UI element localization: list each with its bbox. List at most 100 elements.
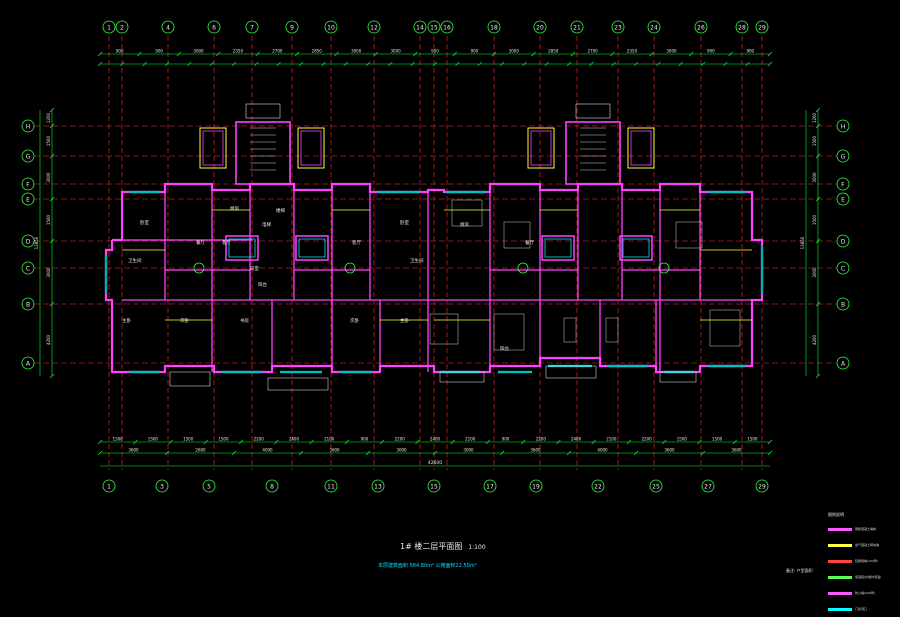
furniture: [451, 199, 483, 227]
dim-bottom-row1-label: 2200: [641, 437, 652, 442]
room-label: 楼梯: [276, 207, 285, 214]
grid-bubble-bottom-label: 1: [107, 484, 111, 491]
grid-bubble-top: [324, 20, 338, 34]
dim-bottom-row1-tick: [450, 439, 455, 445]
dim-bottom-row1-tick: [732, 439, 737, 445]
dim-left-tick: [49, 238, 55, 244]
dim-top-row1-label: 2850: [548, 49, 559, 54]
balcony: [169, 371, 211, 387]
furniture: [605, 317, 619, 343]
dim-top-row1-label: 2700: [272, 49, 283, 54]
dim-top-row1-tick: [334, 51, 339, 57]
building-outline: [104, 182, 764, 374]
dim-top-row1-label: 900: [707, 49, 715, 54]
dim-bottom-row1-label: 2100: [606, 437, 617, 442]
dim-bottom-row2-tick: [700, 450, 706, 456]
dim-top-row2-tick: [767, 61, 773, 67]
legend-row: 保温层(外墙外保温): [828, 569, 890, 585]
dim-bottom-row1-tick: [133, 439, 138, 445]
room-label: 阳台: [258, 281, 267, 288]
legend-row: 防火墙(200厚): [828, 585, 890, 601]
dim-bottom-row2-label: 2600: [195, 448, 206, 453]
dim-top-row2-tick: [142, 61, 147, 67]
grid-bubble-row: [836, 234, 850, 248]
grid-bubble-bottom: [265, 479, 279, 493]
dim-bottom-row2-label: 4000: [262, 448, 273, 453]
balcony: [267, 377, 329, 391]
grid-bubble-bottom: [483, 479, 497, 493]
dim-bottom-row2-label: 3600: [329, 448, 340, 453]
shaft: [627, 127, 655, 169]
grid-bubble-bottom: [591, 479, 605, 493]
dim-bottom-row1-label: 2200: [254, 437, 265, 442]
grid-bubble-row-label: H: [26, 124, 31, 131]
dim-top-row1-tick: [649, 51, 655, 57]
dim-left-label: 1200: [46, 112, 51, 123]
grid-bubble-bottom: [324, 479, 338, 493]
dim-bottom-row1-tick: [626, 439, 632, 445]
dim-top-row2-tick: [187, 61, 192, 67]
dim-bottom-row1-label: 1500: [183, 437, 194, 442]
grid-bubble-bottom-label: 29: [758, 484, 766, 491]
grid-bubble-top-label: 4: [166, 25, 170, 32]
grid-bubble-row: [21, 149, 35, 163]
dim-top-row1-label: 2350: [233, 49, 244, 54]
dim-bottom-row1-tick: [97, 439, 103, 445]
grid-bubble-bottom: [202, 479, 216, 493]
grid-bubble-top-label: 24: [650, 25, 658, 32]
room-label: 前室: [250, 265, 259, 272]
dim-right-label: 4200: [812, 334, 817, 345]
dim-bottom-row1-label: 2400: [289, 437, 300, 442]
dim-bottom-row1-tick: [591, 439, 596, 445]
grid-bubble-top-label: 10: [327, 25, 335, 32]
dim-left-label: 3000: [46, 172, 51, 183]
grid-bubble-top-label: 23: [614, 25, 622, 32]
room-label: 餐厅: [196, 239, 205, 246]
room-label: 书房: [240, 317, 249, 324]
dim-right-label: 1200: [812, 112, 817, 123]
furniture: [429, 313, 459, 345]
grid-bubble-row: [836, 261, 850, 275]
dim-bottom-row1-label: 1500: [677, 437, 688, 442]
dim-bottom-row2-tick: [365, 450, 371, 456]
dim-left-tick: [49, 373, 55, 379]
dim-top-row2-tick: [254, 61, 259, 67]
legend-label: 门窗洞口: [855, 607, 868, 611]
drawing-scale: 1:100: [468, 544, 486, 551]
grid-bubble-top-label: 6: [212, 25, 216, 32]
dim-top-row2-tick: [120, 61, 125, 67]
dim-top-row1-tick: [413, 51, 418, 57]
legend-label: 轻质隔墙(100厚): [855, 559, 879, 563]
grid-bubble-row-label: G: [26, 154, 31, 161]
dim-top-row1-tick: [767, 51, 773, 57]
grid-bubble-row: [21, 119, 35, 133]
dim-top-row2-tick: [611, 61, 616, 67]
legend-swatch: [828, 559, 852, 563]
lift-shaft: [225, 235, 259, 261]
dim-top-row2-tick: [365, 61, 371, 67]
grid-bubble-row-label: F: [26, 182, 30, 189]
dim-right-tick: [815, 196, 821, 202]
dim-bottom-row1-tick: [168, 439, 173, 445]
stair-core: [565, 121, 621, 185]
grid-bubble-row-label: C: [26, 266, 30, 273]
room-label: 卫生间: [410, 257, 424, 264]
grid-bubble-bottom-label: 11: [327, 484, 335, 491]
grid-bubble-top: [161, 20, 175, 34]
dim-top-row1-tick: [570, 51, 576, 57]
dim-top-row2-tick: [432, 61, 438, 67]
dim-bottom-row2-tick: [499, 450, 505, 456]
grid-bubble-bottom: [427, 479, 441, 493]
dim-top-row1-label: 900: [155, 49, 163, 54]
dim-bottom-row2-tick: [633, 450, 639, 456]
dim-top-row1-tick: [491, 51, 497, 57]
dim-top-row1-tick: [452, 51, 457, 57]
dim-bottom-row1-label: 2100: [465, 437, 476, 442]
dim-right-tick: [815, 238, 821, 244]
shaft-inner: [530, 130, 552, 166]
grid-bubble-row-label: D: [841, 239, 846, 246]
dim-bottom-row2-label: 3600: [128, 448, 139, 453]
grid-bubble-bottom: [102, 479, 116, 493]
dim-top-row2-tick: [723, 61, 728, 67]
